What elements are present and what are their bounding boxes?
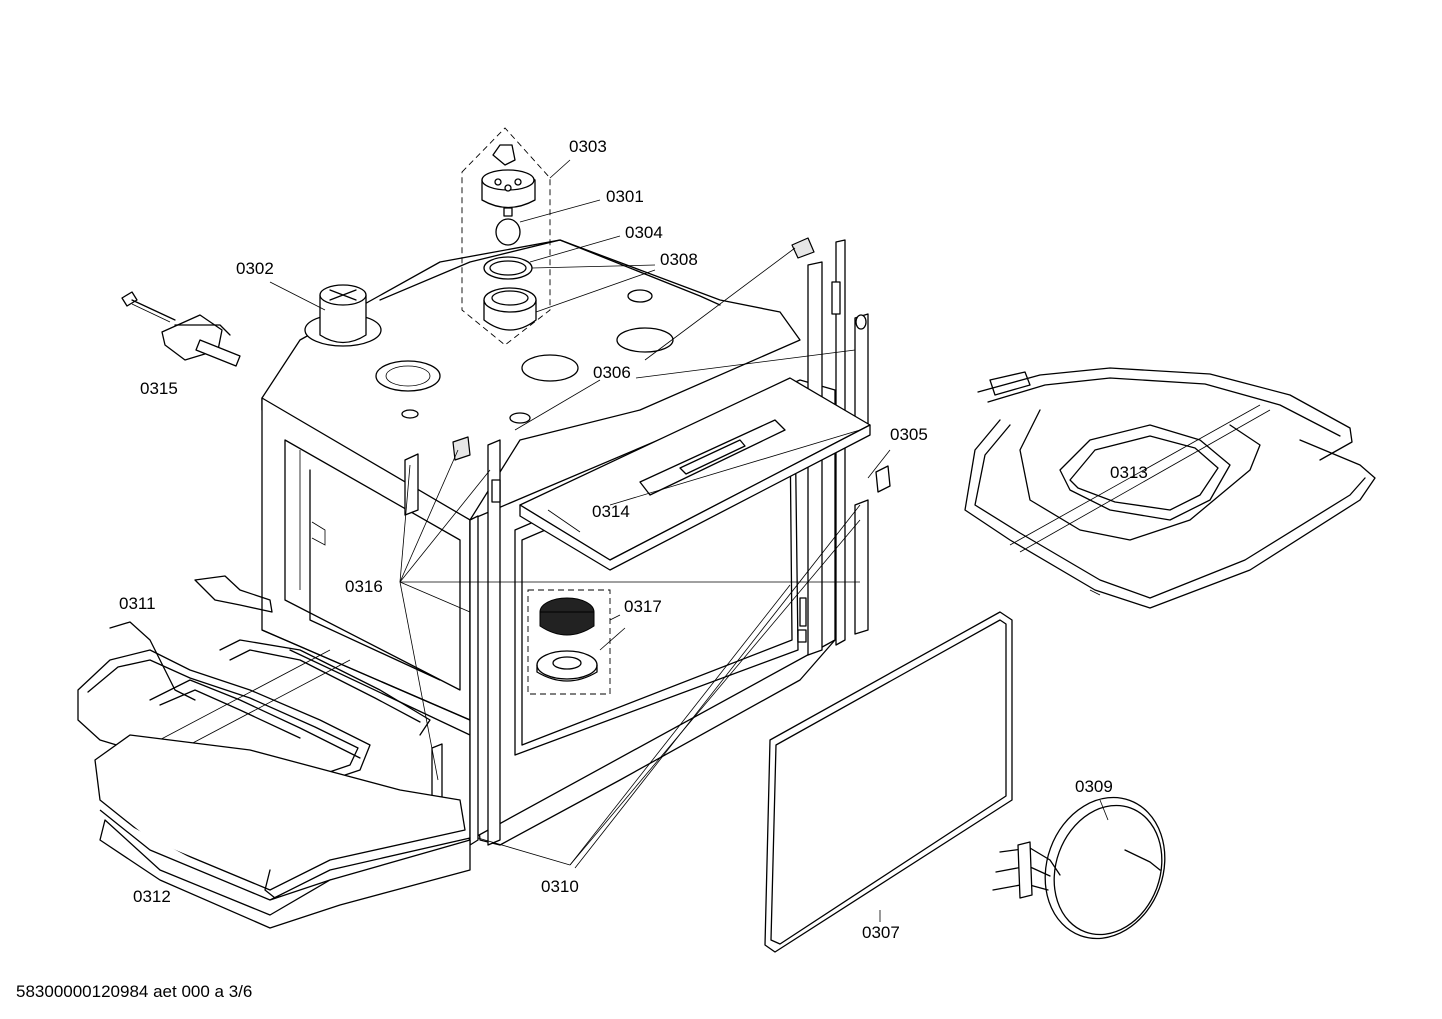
door-seal xyxy=(764,611,1013,953)
lamp-stack xyxy=(461,127,551,346)
temperature-sensor xyxy=(121,291,241,367)
label-0312: 0312 xyxy=(133,887,171,906)
label-0311: 0311 xyxy=(119,594,156,613)
label-0303: 0303 xyxy=(569,137,607,156)
grill-heating-element xyxy=(964,367,1376,609)
label-0308: 0308 xyxy=(660,250,698,269)
label-0305: 0305 xyxy=(890,425,928,444)
label-0304: 0304 xyxy=(625,223,663,242)
label-0302: 0302 xyxy=(236,259,274,278)
label-0317: 0317 xyxy=(624,597,662,616)
insulation-mats xyxy=(94,734,471,929)
lamp-assembly-box xyxy=(527,589,611,695)
document-code: 58300000120984 aet 000 a 3/6 xyxy=(16,982,252,1001)
label-0301: 0301 xyxy=(606,187,644,206)
label-0315: 0315 xyxy=(140,379,178,398)
label-0307: 0307 xyxy=(862,923,900,942)
circular-heating-element xyxy=(992,796,1166,940)
label-0309: 0309 xyxy=(1075,777,1113,796)
leader-lines xyxy=(269,159,1109,922)
part-labels: 0303 0301 0304 0308 0302 0315 0306 0305 … xyxy=(119,137,1148,942)
label-0314: 0314 xyxy=(592,502,630,521)
label-0316: 0316 xyxy=(345,577,383,596)
label-0306: 0306 xyxy=(593,363,631,382)
label-0310: 0310 xyxy=(541,877,579,896)
label-0313: 0313 xyxy=(1110,463,1148,482)
cover-plate xyxy=(519,377,871,571)
fan-fitting xyxy=(304,284,382,347)
